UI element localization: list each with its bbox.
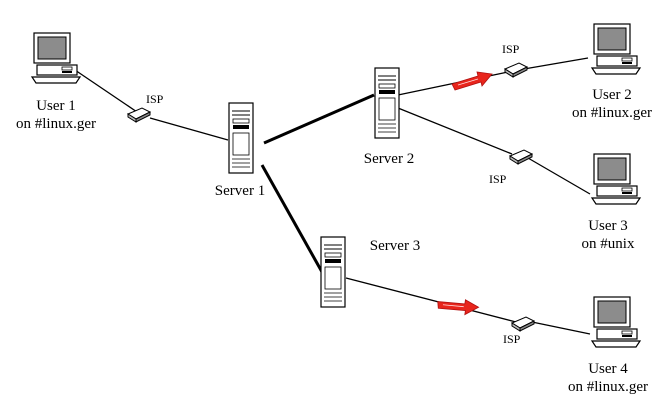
server2-label: Server 2 [364,151,414,167]
user3-computer-icon [591,153,641,205]
user3-label: User 3 [588,218,628,234]
link-server3-isp-user4 [345,277,517,323]
link-isp-user3 [527,157,591,195]
user2-label: User 2 [592,87,632,103]
server2-icon [374,67,400,139]
link-isp-user4 [531,321,591,335]
message-arrow-icon [435,290,480,323]
user4-channel: on #linux.ger [568,379,648,395]
server1-icon [228,102,254,174]
isp-label: ISP [502,42,520,56]
link-isp-server1 [149,117,229,141]
isp-modem-icon [127,107,151,123]
server3-icon [320,236,346,308]
user1-channel: on #linux.ger [16,116,96,132]
link-server2-isp-user3 [397,107,513,155]
isp-label: ISP [503,332,521,346]
link-isp-user2 [523,57,589,70]
link-server1-server3 [260,164,324,273]
user4-label: User 4 [588,361,628,377]
isp-modem-icon [504,62,528,78]
user3-channel: on #unix [582,236,635,252]
isp-modem-icon [509,149,533,165]
isp-modem-icon [511,316,535,332]
isp-label: ISP [489,172,507,186]
message-arrow-icon [451,71,493,91]
server3-label: Server 3 [370,238,420,254]
server1-label: Server 1 [215,183,265,199]
user1-computer-icon [31,32,81,84]
isp-label: ISP [146,92,164,106]
user2-channel: on #linux.ger [572,105,652,121]
link-server1-server2 [263,93,375,145]
link-user1-isp [71,67,141,115]
user2-computer-icon [591,23,641,75]
user1-label: User 1 [36,98,76,114]
user4-computer-icon [591,296,641,348]
